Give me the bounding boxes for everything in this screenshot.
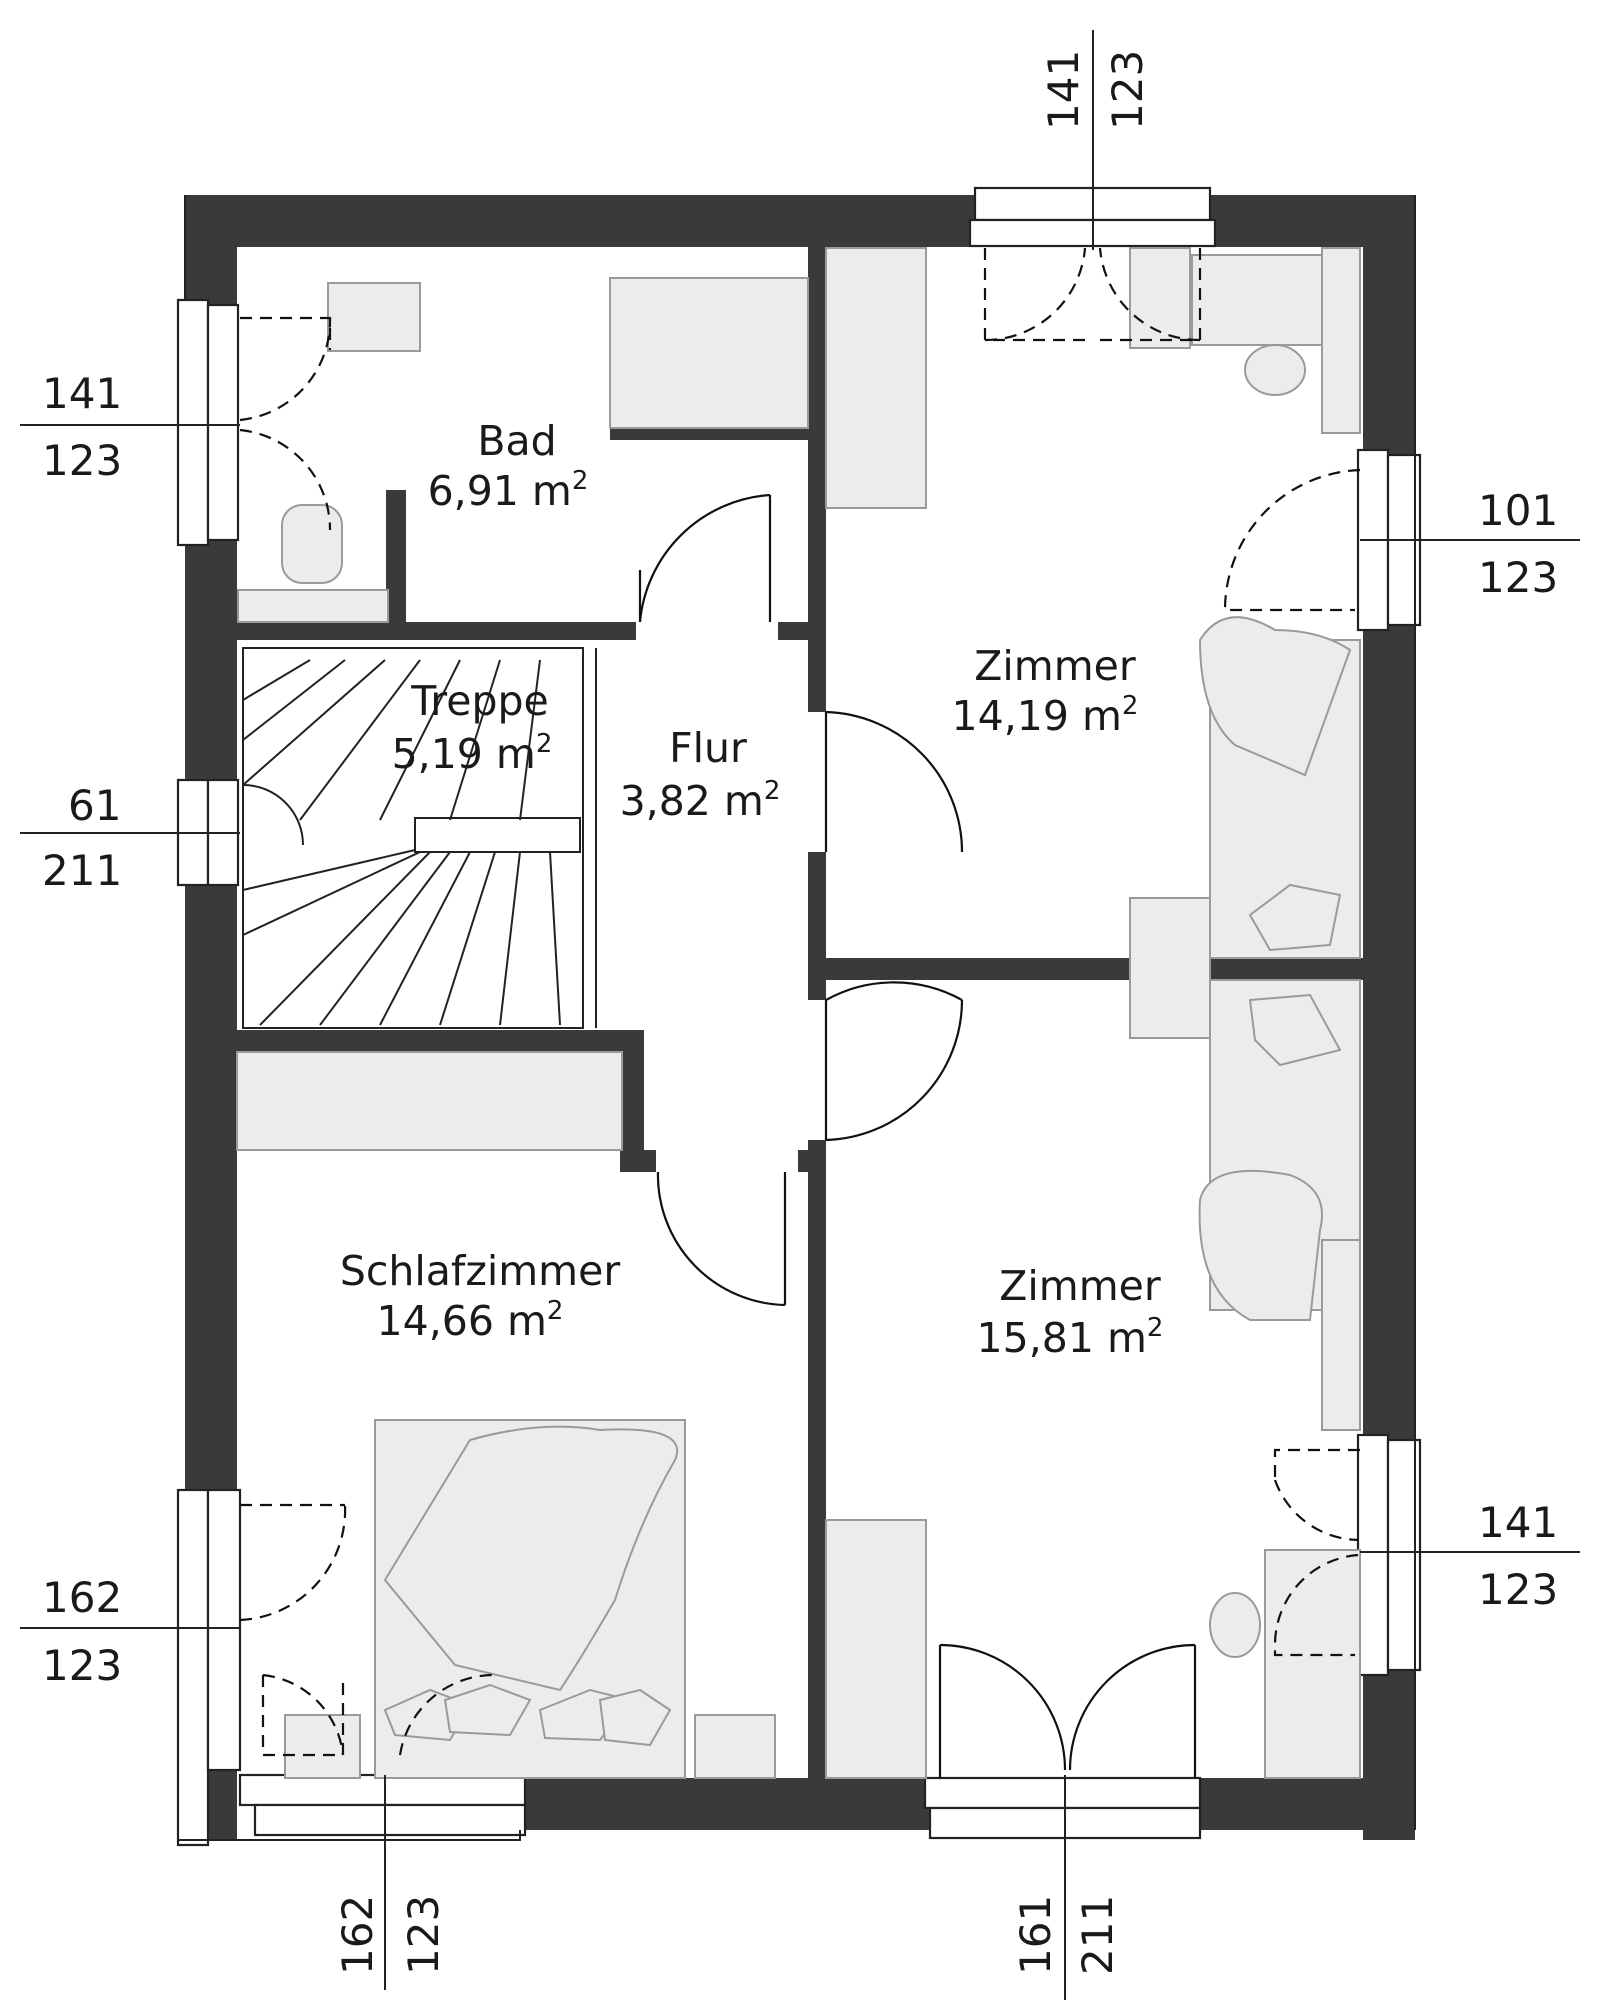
window-left-mid-height: 211 bbox=[42, 846, 122, 895]
window-labels: 141 123 141 123 61 211 162 123 101 123 1… bbox=[42, 50, 1558, 1975]
room-treppe-area: 5,19 m2 bbox=[392, 729, 553, 778]
nightstand-schlaf-1 bbox=[284, 1714, 361, 1779]
pillow-schlaf-2 bbox=[443, 1683, 532, 1737]
window-right-bottom-height: 123 bbox=[1478, 1565, 1558, 1614]
window-left-bottom-width: 162 bbox=[42, 1573, 122, 1622]
room-bad-name: Bad bbox=[477, 417, 556, 465]
chair-bottom bbox=[1209, 1592, 1261, 1658]
pillow-schlaf-4 bbox=[598, 1688, 672, 1747]
wardrobe-bottom bbox=[825, 1519, 927, 1779]
wall-top bbox=[185, 195, 1415, 247]
wall-flur-left bbox=[620, 1030, 644, 1170]
room-flur-name: Flur bbox=[669, 724, 747, 772]
chair-top bbox=[1244, 344, 1306, 396]
room-treppe-name: Treppe bbox=[410, 677, 548, 725]
window-right-bottom-width: 141 bbox=[1478, 1498, 1558, 1547]
sink bbox=[327, 282, 421, 352]
window-right-top-height: 123 bbox=[1478, 553, 1558, 602]
room-bad-area: 6,91 m2 bbox=[428, 466, 589, 515]
window-bottom-left-height: 123 bbox=[399, 1895, 448, 1975]
wardrobe-top bbox=[825, 247, 927, 509]
room-zimmer-top-name: Zimmer bbox=[974, 642, 1136, 690]
nightstand-top bbox=[1129, 897, 1211, 1039]
wall-treppe-bottom bbox=[237, 1030, 637, 1052]
window-left-top bbox=[176, 298, 210, 547]
window-left-bottom bbox=[176, 1488, 210, 1847]
window-top-height: 123 bbox=[1103, 50, 1152, 130]
pillow-bottom bbox=[1248, 993, 1342, 1067]
doors bbox=[239, 247, 1361, 1778]
wall-zimmer-divider bbox=[826, 958, 1366, 980]
room-schlafzimmer-name: Schlafzimmer bbox=[340, 1247, 621, 1295]
shower bbox=[609, 277, 809, 429]
window-left-top-width: 141 bbox=[42, 369, 122, 418]
blanket-schlaf bbox=[383, 1425, 678, 1692]
bath-counter bbox=[237, 589, 389, 623]
wall-bad-wc bbox=[386, 490, 406, 625]
window-left-bottom-height: 123 bbox=[42, 1641, 122, 1690]
window-bottom-right bbox=[923, 1776, 1202, 1810]
window-right-bottom bbox=[1356, 1433, 1390, 1677]
room-zimmer-top-area: 14,19 m2 bbox=[952, 691, 1139, 740]
window-right-top-width: 101 bbox=[1478, 486, 1558, 535]
nightstand-schlaf-2 bbox=[694, 1714, 776, 1779]
room-zimmer-bottom-area: 15,81 m2 bbox=[977, 1313, 1164, 1362]
toilet bbox=[281, 504, 343, 584]
radiator-top bbox=[1321, 247, 1361, 434]
room-schlafzimmer-area: 14,66 m2 bbox=[377, 1296, 564, 1345]
room-zimmer-bottom-name: Zimmer bbox=[999, 1262, 1161, 1310]
pillow-bottom-2 bbox=[1198, 1169, 1323, 1321]
window-left-mid-width: 61 bbox=[68, 781, 121, 830]
window-left-top-height: 123 bbox=[42, 436, 122, 485]
room-flur-area: 3,82 m2 bbox=[620, 776, 781, 825]
window-top-width: 141 bbox=[1039, 50, 1088, 130]
pillow-top-2 bbox=[1248, 883, 1342, 952]
desk-bottom bbox=[1264, 1549, 1361, 1779]
wardrobe-schlaf bbox=[236, 1051, 623, 1151]
window-bottom-right-width: 161 bbox=[1011, 1895, 1060, 1975]
dimension-lines bbox=[20, 30, 1580, 2000]
window-bottom-right-height: 211 bbox=[1073, 1895, 1122, 1975]
furniture bbox=[236, 247, 1361, 1779]
window-bottom-left bbox=[238, 1773, 527, 1807]
staircase bbox=[242, 647, 597, 1029]
window-bottom-left-width: 162 bbox=[333, 1895, 382, 1975]
desk-top bbox=[1129, 247, 1191, 349]
pillow-top bbox=[1198, 616, 1352, 777]
room-labels: Bad 6,91 m2 Treppe 5,19 m2 Flur 3,82 m2 … bbox=[340, 417, 1164, 1362]
radiator-bottom bbox=[1321, 1239, 1361, 1431]
